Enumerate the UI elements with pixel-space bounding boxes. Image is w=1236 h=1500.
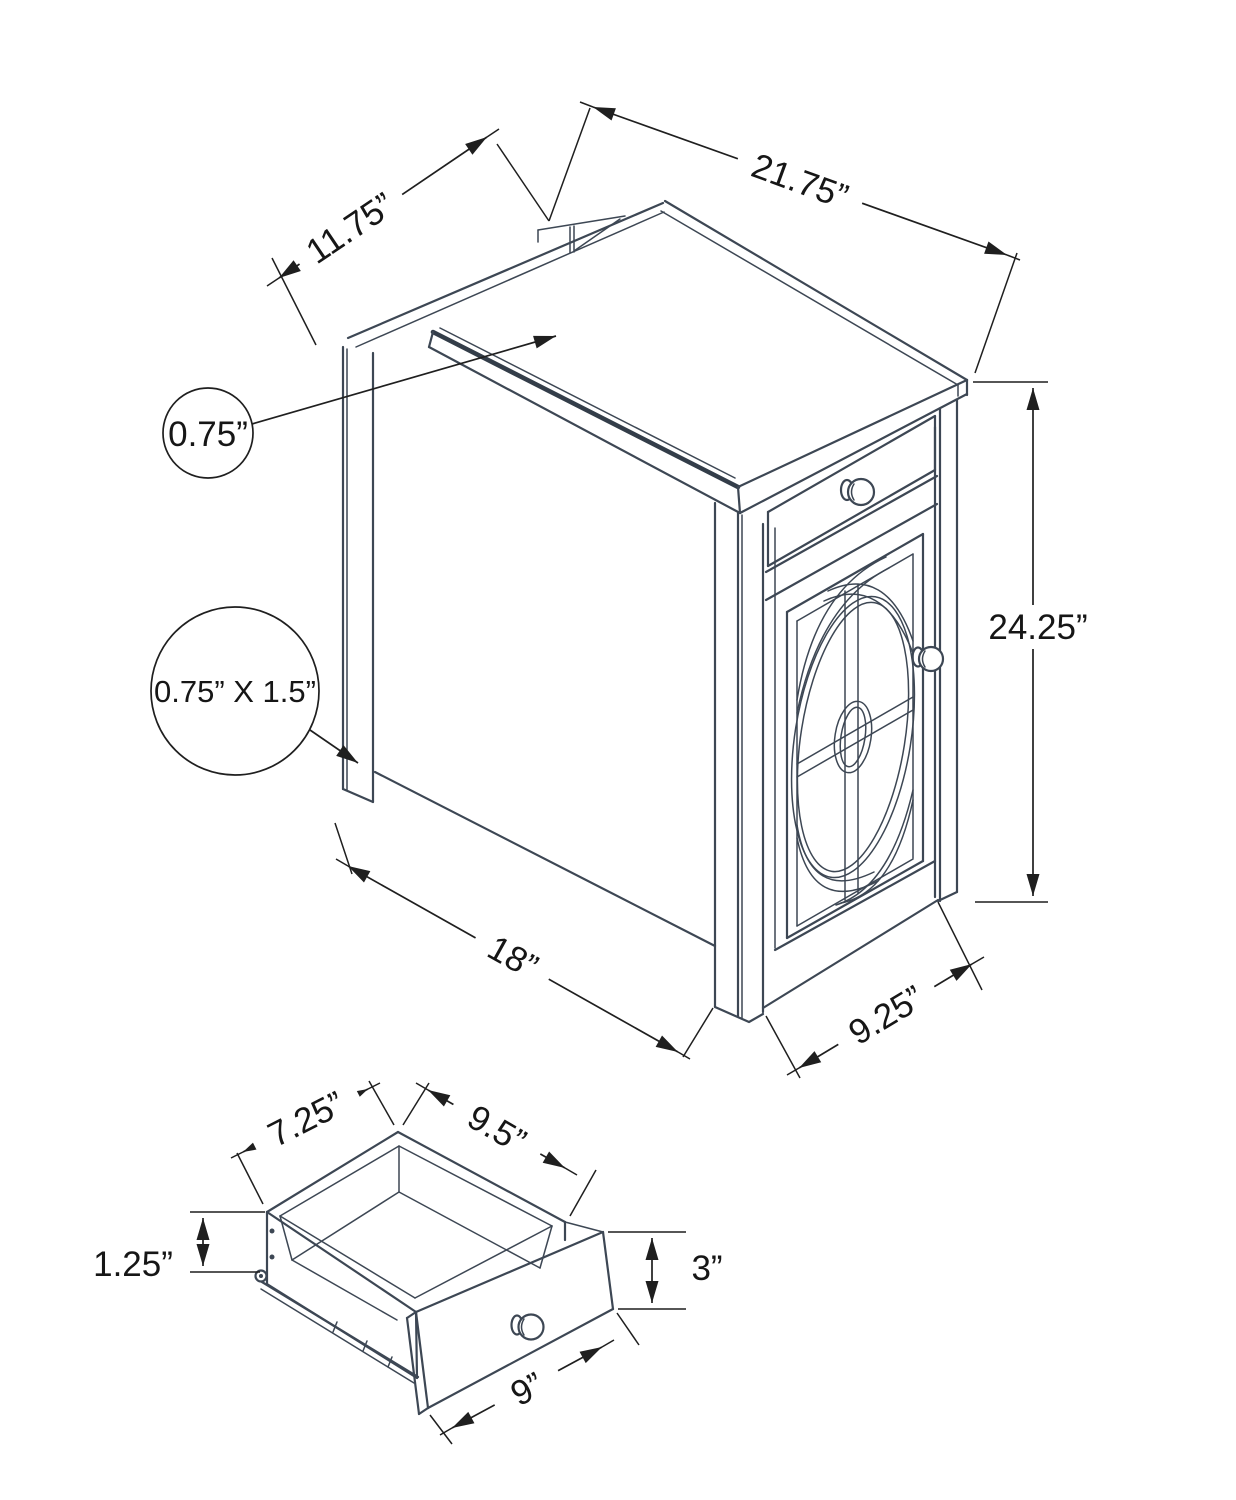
callout-leg-profile-label: 0.75” X 1.5” [154, 674, 316, 709]
callout-leg-profile: 0.75” X 1.5” [150, 606, 359, 776]
drawer-detail-drawing [254, 1130, 615, 1416]
front-corner-post [713, 501, 765, 1024]
dim-drawer-front-height: 3” [608, 1231, 723, 1310]
dim-drawer-side-height: 1.25” [93, 1211, 265, 1284]
dim-base-width: 9.25” [765, 901, 985, 1079]
dim-overall-height-label: 24.25” [988, 608, 1087, 647]
cabinet-door [785, 532, 945, 940]
callout-top-thickness-label: 0.75” [168, 415, 248, 454]
dim-overall-height: 24.25” [973, 381, 1102, 903]
callout-top-thickness: 0.75” [162, 335, 557, 479]
drawer-detail-knob [510, 1313, 545, 1341]
dim-top-width-label: 21.75” [747, 146, 854, 217]
back-left-leg [341, 345, 375, 804]
door-knob [911, 645, 945, 673]
dim-drawer-inner-depth-label: 7.25” [262, 1084, 351, 1155]
drawer-knob [839, 477, 876, 507]
drawer-front [766, 414, 937, 568]
door-fretwork-pattern [790, 556, 916, 906]
side-table-drawing [341, 199, 969, 1024]
dim-top-width: 21.75” [548, 101, 1021, 374]
dim-drawer-front-height-label: 3” [691, 1249, 722, 1288]
drawer-slide-rail [254, 1269, 420, 1384]
dim-drawer-front-width: 9” [429, 1312, 640, 1445]
tabletop-front-left-edge [430, 329, 741, 490]
dim-drawer-side-height-label: 1.25” [93, 1245, 173, 1284]
side-panel-bottom-edge [373, 770, 717, 948]
dimension-annotations: 11.75” 21.75” 24.25” [93, 101, 1102, 1445]
dim-base-depth: 18” [334, 822, 714, 1060]
